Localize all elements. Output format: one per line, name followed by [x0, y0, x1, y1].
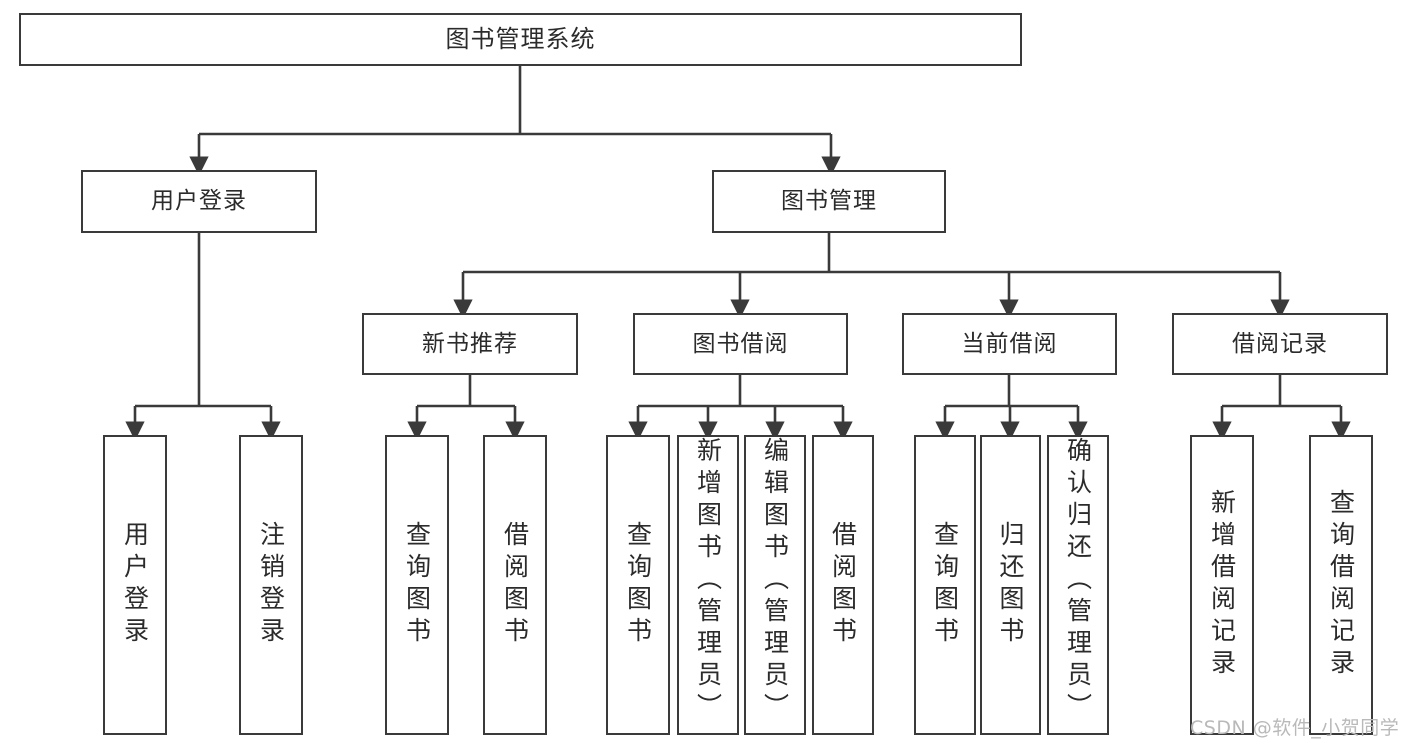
leaf-user-login-login[interactable]: 用户登录	[103, 435, 167, 735]
leaf-new-book-borrow-book[interactable]: 借阅图书	[483, 435, 547, 735]
node-label: 编辑图书（管理员）	[760, 437, 790, 725]
node-label: 借阅图书	[500, 521, 530, 649]
node-label: 新书推荐	[422, 330, 518, 357]
node-book-management[interactable]: 图书管理	[712, 170, 946, 233]
node-label: 图书借阅	[692, 330, 789, 357]
node-label: 查询图书	[402, 521, 432, 649]
leaf-current-borrow-return-book[interactable]: 归还图书	[980, 435, 1041, 735]
node-borrow-record[interactable]: 借阅记录	[1172, 313, 1388, 375]
node-label: 确认归还（管理员）	[1063, 437, 1093, 725]
leaf-book-borrow-query-book[interactable]: 查询图书	[606, 435, 670, 735]
node-label: 图书管理	[781, 188, 877, 215]
csdn-watermark: CSDN @软件_小贺同学	[1190, 717, 1400, 739]
leaf-current-borrow-confirm-return[interactable]: 确认归还（管理员）	[1047, 435, 1109, 735]
leaf-book-borrow-borrow-book[interactable]: 借阅图书	[812, 435, 874, 735]
leaf-user-login-logout[interactable]: 注销登录	[239, 435, 303, 735]
node-label: 注销登录	[256, 521, 286, 649]
leaf-borrow-record-query-record[interactable]: 查询借阅记录	[1309, 435, 1373, 735]
node-current-borrow[interactable]: 当前借阅	[902, 313, 1117, 375]
node-label: 当前借阅	[961, 330, 1058, 357]
node-label: 查询图书	[930, 521, 960, 649]
node-label: 借阅记录	[1232, 330, 1328, 357]
node-label: 图书管理系统	[445, 24, 596, 53]
node-label: 新增借阅记录	[1207, 489, 1237, 681]
leaf-book-borrow-add-book[interactable]: 新增图书（管理员）	[677, 435, 739, 735]
node-user-login[interactable]: 用户登录	[81, 170, 317, 233]
leaf-borrow-record-add-record[interactable]: 新增借阅记录	[1190, 435, 1254, 735]
node-book-borrow[interactable]: 图书借阅	[633, 313, 848, 375]
node-root-book-management-system[interactable]: 图书管理系统	[19, 13, 1022, 66]
leaf-current-borrow-query-book[interactable]: 查询图书	[914, 435, 976, 735]
node-label: 查询借阅记录	[1326, 489, 1356, 681]
node-label: 借阅图书	[828, 521, 858, 649]
leaf-book-borrow-edit-book[interactable]: 编辑图书（管理员）	[744, 435, 806, 735]
node-label: 归还图书	[996, 521, 1025, 649]
node-new-book-recommend[interactable]: 新书推荐	[362, 313, 578, 375]
node-label: 用户登录	[151, 188, 247, 215]
node-label: 新增图书（管理员）	[693, 437, 723, 725]
leaf-new-book-query-book[interactable]: 查询图书	[385, 435, 449, 735]
node-label: 用户登录	[120, 521, 150, 649]
node-label: 查询图书	[623, 521, 653, 649]
